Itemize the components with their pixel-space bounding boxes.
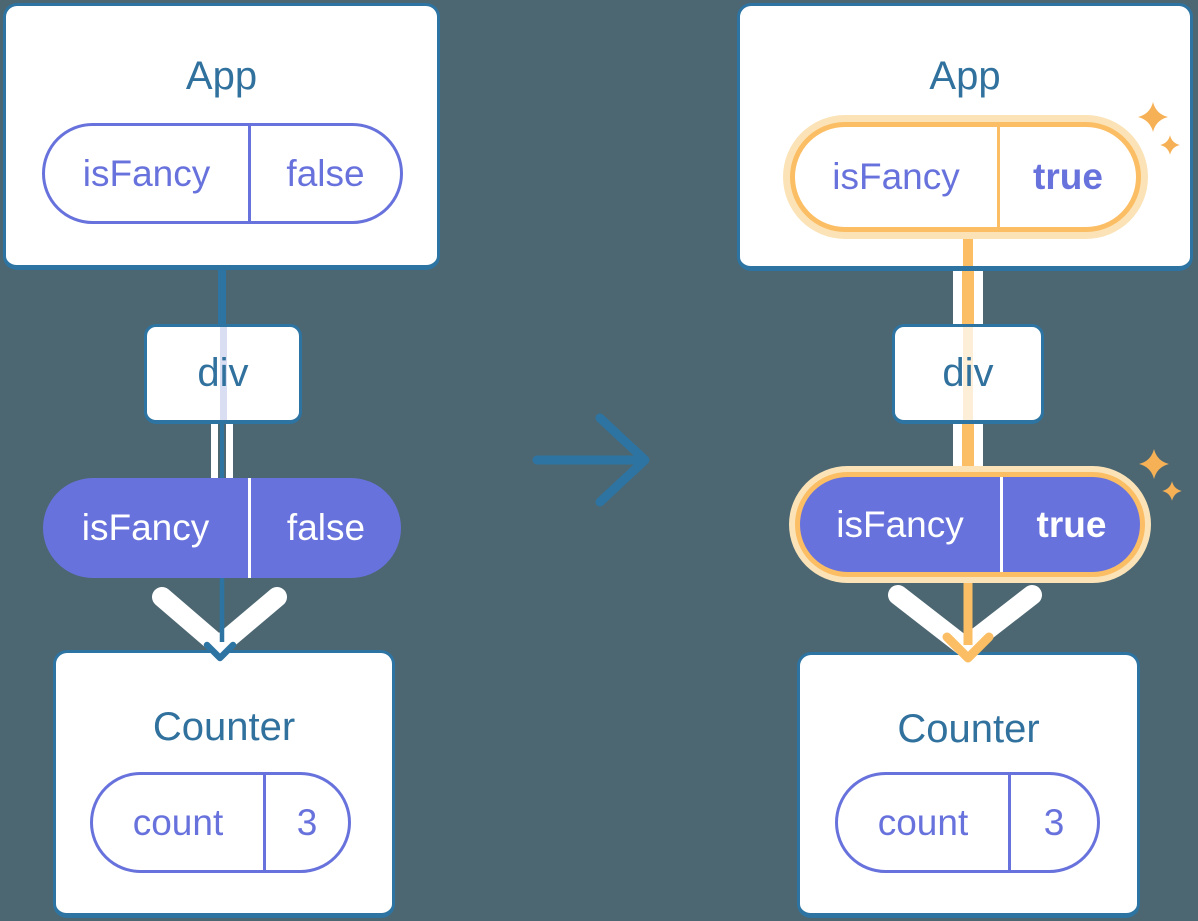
sparkle-large xyxy=(1139,449,1169,479)
state-value: false xyxy=(286,507,366,548)
component-title: Counter xyxy=(897,707,1040,751)
component-title: Counter xyxy=(152,705,296,749)
arrow-head xyxy=(595,413,650,507)
prop-value: true xyxy=(1033,156,1103,197)
div-node-left: div xyxy=(144,324,302,424)
div-label: div xyxy=(197,351,249,395)
context-line-app-to-div-right xyxy=(953,271,983,325)
prop-arrowhead-icon xyxy=(152,587,287,656)
state-name: isFancy xyxy=(800,477,1003,572)
app-card-left: App isFancy false xyxy=(3,3,440,270)
arrow-casing-icon xyxy=(211,424,218,479)
arrow-casing-icon xyxy=(953,271,962,325)
sparkles-icon xyxy=(1139,449,1182,501)
highlighted-value-line xyxy=(963,221,973,266)
arrow-casing-icon xyxy=(953,424,962,468)
counter-card-left: Counter count 3 xyxy=(53,650,395,918)
passed-prop-line xyxy=(963,327,973,420)
prop-pill-right-highlighted: isFancy true xyxy=(790,122,1141,232)
state-value: 3 xyxy=(296,801,318,843)
div-node-right: div xyxy=(892,324,1044,424)
prop-name: isFancy xyxy=(45,126,251,221)
state-name: count xyxy=(93,775,266,870)
app-card-right: App isFancy true xyxy=(737,3,1193,271)
prop-arrowhead-icon xyxy=(888,585,1042,657)
sparkle-small xyxy=(1162,481,1182,501)
arrow-casing-icon xyxy=(974,271,983,325)
state-pill-left: isFancy false xyxy=(43,478,401,578)
highlighted-value-line xyxy=(962,424,974,468)
arrow-casing-icon xyxy=(226,424,233,479)
tree-edge-app-to-div-left xyxy=(218,270,226,326)
state-value: 3 xyxy=(1043,801,1065,843)
prop-pill-left: isFancy false xyxy=(42,123,403,224)
highlighted-value-line xyxy=(962,271,974,325)
count-pill-right: count 3 xyxy=(835,772,1100,873)
state-value: true xyxy=(1036,503,1107,545)
tree-edge-div-to-counter-left xyxy=(220,424,224,479)
state-name: isFancy xyxy=(43,478,251,578)
arrow-casing-icon xyxy=(974,424,983,468)
counter-card-right: Counter count 3 xyxy=(797,652,1140,918)
prop-name: isFancy xyxy=(795,127,1000,227)
state-pill-right-highlighted: isFancy true xyxy=(795,472,1145,577)
component-title: App xyxy=(929,54,1001,98)
count-pill-left: count 3 xyxy=(90,772,351,873)
component-title: App xyxy=(185,54,258,98)
right-arrow-icon xyxy=(532,413,650,507)
context-line-div-to-pill-right xyxy=(953,424,983,468)
prop-arrow-shaft-left xyxy=(211,424,233,479)
passed-prop-line xyxy=(219,327,227,420)
prop-value: false xyxy=(286,152,365,194)
div-label: div xyxy=(942,351,994,395)
state-name: count xyxy=(838,775,1011,870)
